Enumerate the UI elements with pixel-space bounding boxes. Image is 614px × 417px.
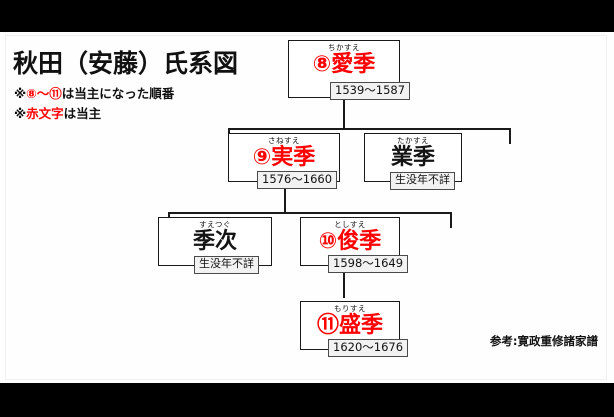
note-highlight: 赤文字 <box>26 106 64 121</box>
legend-note-redtext: ※赤文字は当主 <box>14 103 101 122</box>
furigana-suetsugu: すえつぐ <box>199 220 231 229</box>
date-takasue: 生没年不詳 <box>390 172 455 190</box>
date-morisue: 1620〜1676 <box>328 339 409 358</box>
page-title: 秋田（安藤）氏系図 <box>13 49 239 78</box>
connector-sanesue-down <box>284 182 286 214</box>
note-marker: ※ <box>14 86 27 101</box>
furigana-morisue: もりすえ <box>334 304 366 313</box>
date-toshisue: 1598〜1649 <box>328 255 409 274</box>
source-credit: 参考:寛政重修諸家譜 <box>489 334 598 348</box>
furigana-toshisue: としすえ <box>334 220 366 229</box>
furigana-sanesue: さねすえ <box>268 136 300 145</box>
connector-gen2-bus <box>228 128 510 130</box>
note-marker: ※ <box>14 106 27 121</box>
connector-gen3-bus <box>168 212 451 214</box>
date-sanesue: 1576〜1660 <box>257 171 338 190</box>
date-chikasue: 1539〜1587 <box>330 82 411 101</box>
family-tree: ちかすえ ⑧愛季 1539〜1587 さねすえ ⑨実季 1576〜1660 たか… <box>0 32 614 383</box>
letterbox-bottom <box>0 383 614 417</box>
name-morisue: ⑪盛季 <box>316 313 383 338</box>
name-chikasue: ⑧愛季 <box>312 52 376 77</box>
note-rest: は当主になった順番 <box>61 86 175 101</box>
slide-canvas: 秋田（安藤）氏系図 ※⑧〜⑪は当主になった順番 ※赤文字は当主 ちかすえ <box>0 32 614 383</box>
letterbox-top <box>0 0 614 32</box>
note-rest: は当主 <box>63 106 102 121</box>
date-suetsugu: 生没年不詳 <box>194 256 259 274</box>
connector-chikasue-down <box>343 98 345 130</box>
furigana-takasue: たかすえ <box>397 136 429 145</box>
name-sanesue: ⑨実季 <box>252 145 316 170</box>
connector-to-toshisue <box>450 212 452 228</box>
name-takasue: 業季 <box>390 145 435 170</box>
furigana-chikasue: ちかすえ <box>328 43 360 52</box>
name-suetsugu: 季次 <box>192 229 237 254</box>
connector-to-takasue <box>509 128 511 144</box>
connector-toshisue-down <box>343 266 345 298</box>
note-highlight: ⑧〜⑪ <box>26 86 62 101</box>
connector-gen4-bus <box>343 296 345 298</box>
legend-note-order: ※⑧〜⑪は当主になった順番 <box>14 83 174 102</box>
name-toshisue: ⑩俊季 <box>318 229 382 254</box>
node-suetsugu[interactable]: すえつぐ 季次 <box>158 217 272 266</box>
